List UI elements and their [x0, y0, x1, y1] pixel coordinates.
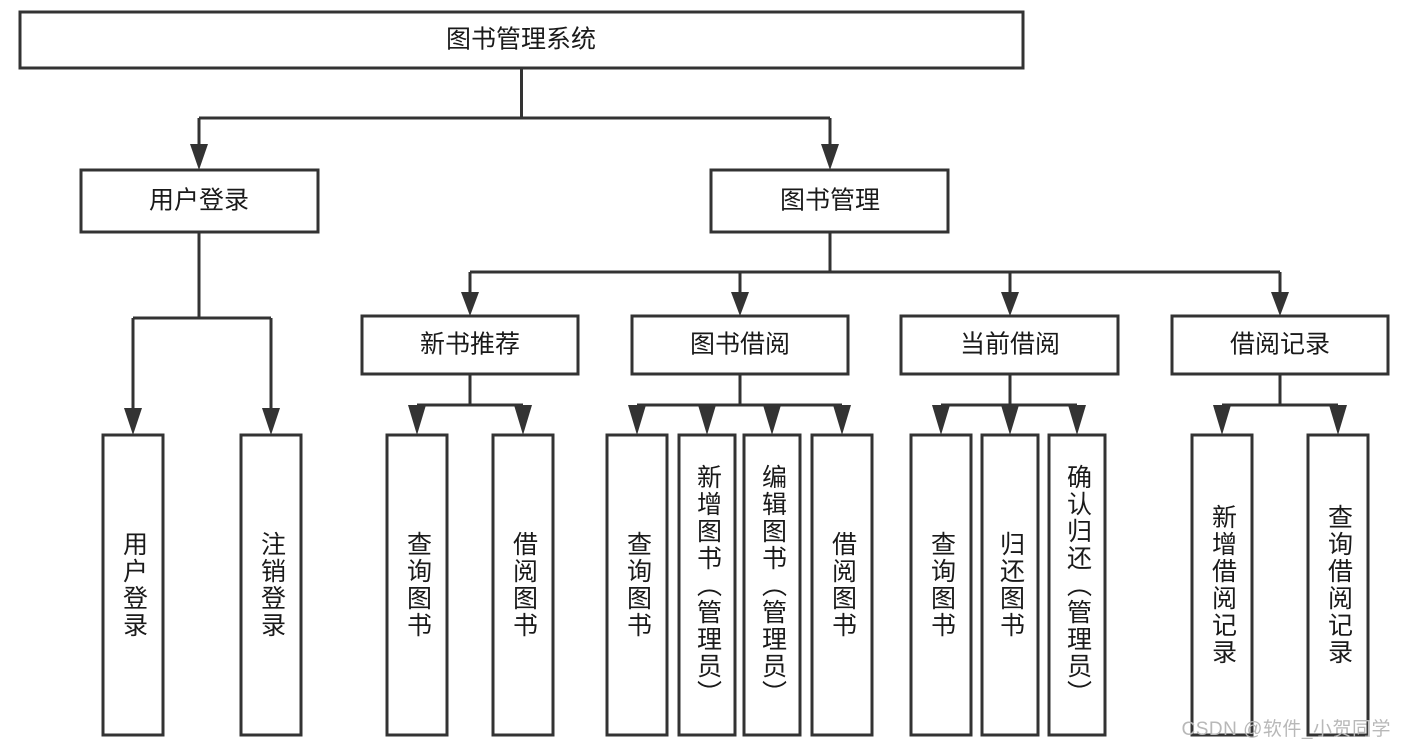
arrow-head-leaf-add-record — [1213, 405, 1231, 435]
node-label-borrow-record: 借阅记录 — [1230, 331, 1330, 359]
node-label-user-login: 用户登录 — [149, 187, 249, 215]
arrow-head-leaf-query-record — [1329, 405, 1347, 435]
connector-group-borrow-record — [1213, 374, 1347, 435]
watermark-text: CSDN @软件_小贺同学 — [1181, 719, 1391, 740]
connector-group-book-manage — [461, 232, 1289, 316]
arrow-head-new-book — [461, 292, 479, 316]
connector-group-new-book — [408, 374, 532, 435]
arrow-head-borrow-record — [1271, 292, 1289, 316]
arrow-head-leaf-query-book-1 — [408, 405, 426, 435]
node-label-current-borrow: 当前借阅 — [960, 331, 1060, 359]
arrow-head-leaf-query-book-3 — [932, 405, 950, 435]
leaf-box-query-book-1[interactable] — [385, 433, 449, 737]
node-box-new-book-recommend[interactable] — [360, 314, 580, 376]
node-box-borrow-record[interactable] — [1170, 314, 1390, 376]
arrow-head-leaf-borrow-book-2 — [833, 405, 851, 435]
leaf-box-query-record[interactable] — [1306, 433, 1370, 737]
arrow-head-current-borrow — [1001, 292, 1019, 316]
leaf-box-logout[interactable] — [239, 433, 303, 737]
leaf-box-add-record[interactable] — [1190, 433, 1254, 737]
connector-group-user-login — [124, 232, 280, 435]
arrow-head-book-borrow — [731, 292, 749, 316]
connector-group-current-borrow — [932, 374, 1086, 435]
leaf-box-borrow-book-2[interactable] — [810, 433, 874, 737]
arrow-head-leaf-edit-book — [763, 405, 781, 435]
node-box-book-borrow[interactable] — [630, 314, 850, 376]
node-label-book-borrow: 图书借阅 — [690, 331, 790, 359]
arrow-head-leaf-user-login — [124, 408, 142, 435]
leaf-box-confirm-return[interactable] — [1047, 433, 1107, 737]
node-label-book-manage: 图书管理 — [780, 187, 880, 215]
node-box-book-manage[interactable] — [709, 168, 950, 234]
arrow-head-book-manage — [821, 144, 839, 170]
leaf-box-edit-book[interactable] — [742, 433, 802, 737]
arrow-head-leaf-borrow-book-1 — [514, 405, 532, 435]
connector-group-book-borrow — [628, 374, 851, 435]
node-box-current-borrow[interactable] — [899, 314, 1120, 376]
arrow-head-leaf-return-book — [1001, 405, 1019, 435]
node-box-root[interactable] — [18, 10, 1025, 70]
node-label-new-book-recommend: 新书推荐 — [420, 331, 520, 359]
arrow-head-leaf-logout — [262, 408, 280, 435]
leaf-box-query-book-2[interactable] — [605, 433, 669, 737]
leaf-box-query-book-3[interactable] — [909, 433, 973, 737]
leaf-box-return-book[interactable] — [980, 433, 1040, 737]
leaf-box-borrow-book-1[interactable] — [491, 433, 555, 737]
leaf-box-add-book[interactable] — [677, 433, 737, 737]
arrow-head-leaf-query-book-2 — [628, 405, 646, 435]
node-label-root: 图书管理系统 — [446, 26, 596, 54]
leaf-box-user-login[interactable] — [101, 433, 165, 737]
connector-group-root — [190, 68, 839, 170]
arrow-head-leaf-add-book — [698, 405, 716, 435]
arrow-head-user-login — [190, 144, 208, 170]
node-box-user-login[interactable] — [79, 168, 320, 234]
arrow-head-leaf-confirm-return — [1068, 405, 1086, 435]
